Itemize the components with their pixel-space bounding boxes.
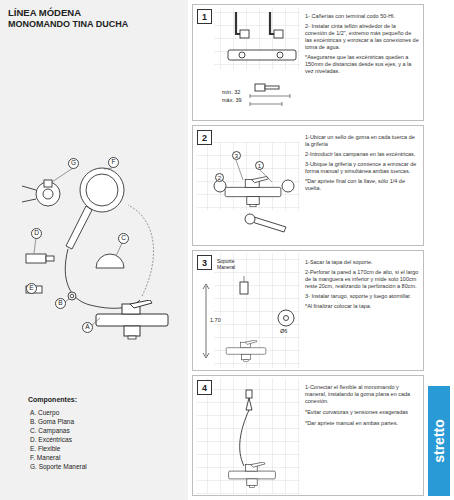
callout-number: G [71, 160, 76, 167]
dimension: máx. 39 [222, 97, 242, 104]
step-panel: 1- Cañerías con terminal codo 50-HI. 2- I… [192, 4, 424, 121]
step-number: 4 [197, 380, 212, 395]
subtitle: MONOMANDO TINA DUCHA [8, 19, 128, 30]
callout-number: 4 [202, 383, 207, 393]
component-item: E. Flexible [30, 445, 60, 453]
callout-circle: 1 [255, 161, 264, 170]
callout-circle: C [118, 233, 129, 244]
title: LÍNEA MÓDENA [8, 7, 81, 18]
callout-circle: 2 [215, 173, 224, 182]
callout-number: 3 [202, 258, 207, 268]
callout-number: A [85, 324, 89, 331]
callout-number: 2 [202, 133, 207, 143]
step-panel: 1-Conectar el flexible al monomando y ma… [192, 375, 424, 496]
component-item: D. Excéntricas [30, 436, 72, 444]
callout-circle: E [26, 283, 37, 294]
callout-number: C [121, 235, 126, 242]
instruction-text: *Asegurarse que las excéntricas queden a… [305, 54, 419, 75]
callout-number: 2 [218, 175, 221, 181]
callout-number: E [29, 285, 33, 292]
instruction-text: *Al finalizar colocar la tapa. [305, 303, 419, 310]
component-item: A. Cuerpo [30, 409, 59, 417]
step-number: 2 [197, 130, 212, 145]
dimension: Ø6 [279, 328, 288, 335]
instruction-text: 2-Introducir las campanas en las excéntr… [305, 151, 419, 158]
instruction-text: 2-Perforar la pared a 170cm de alto, si … [305, 269, 419, 290]
instruction-text: 2- Instalar cinta teflón alrededor de la… [305, 23, 419, 51]
instruction-text: 1- Cañerías con terminal codo 50-HI. [305, 13, 419, 20]
instruction-text: *Dar apriete final con la llave, sólo 1/… [305, 178, 419, 192]
instruction-text: 1-Conectar el flexible al monomando y ma… [305, 384, 419, 405]
instruction-column: 1-Conectar el flexible al monomando y ma… [305, 384, 419, 429]
callout-number: F [112, 159, 116, 166]
step-panel: 1-Ubicar un sello de goma en cada tuerca… [192, 125, 424, 246]
brand-name: stretto [431, 419, 447, 463]
brand-band: stretto [428, 386, 450, 496]
instruction-column: 1-Sacar la tapa del soporte. 2-Perforar l… [305, 259, 419, 313]
component-item: B. Goma Plana [30, 418, 74, 426]
instruction-column: 1- Cañerías con terminal codo 50-HI. 2- I… [305, 13, 419, 78]
step-number: 1 [197, 9, 212, 24]
callout-circle: 3 [232, 151, 241, 160]
callout-number: 1 [258, 163, 261, 169]
component-item: C. Campanas [30, 427, 70, 435]
callout-number: 3 [235, 153, 238, 159]
callout-circle: A [82, 322, 93, 333]
list-heading: Componentes: [28, 396, 77, 404]
dimension: 1.70 [209, 317, 222, 324]
instruction-text: 3- Instalar tarugo, soporte y luego ator… [305, 293, 419, 300]
part-label: Soporte Maneral [217, 258, 247, 270]
component-item: F. Maneral [30, 454, 60, 462]
instruction-text: 3-Ubique la grifería y comience a enrosc… [305, 161, 419, 175]
callout-circle: B [55, 298, 66, 309]
callout-number: D [34, 230, 39, 237]
callout-circle: F [108, 157, 119, 168]
step-number: 3 [197, 255, 212, 270]
callout-circle: G [68, 158, 79, 169]
callout-number: 1 [202, 12, 207, 22]
instruction-text: *Dar apriete manual en ambas partes. [305, 420, 419, 427]
component-item: G. Soporte Maneral [30, 463, 87, 471]
instruction-text: 1-Sacar la tapa del soporte. [305, 259, 419, 266]
instruction-text: 1-Ubicar un sello de goma en cada tuerca… [305, 134, 419, 148]
callout-circle: D [31, 228, 42, 239]
instruction-column: 1-Ubicar un sello de goma en cada tuerca… [305, 134, 419, 195]
callout-number: B [58, 300, 62, 307]
instruction-text: *Evitar curvaturas y tensiones exagerada… [305, 409, 419, 416]
dimension: mín. 32 [222, 89, 240, 96]
